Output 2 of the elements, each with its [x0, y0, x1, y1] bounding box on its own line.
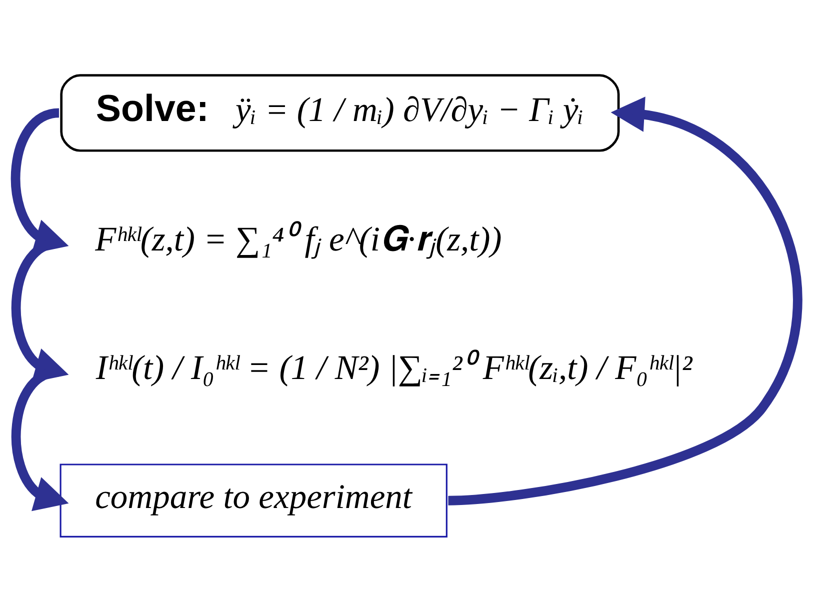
node-text: Iʰᵏˡ(t) / I₀ʰᵏˡ = (1 / N²) |∑ᵢ₌₁²⁰ Fʰᵏˡ(zᵢ,t) / F₀ʰᵏˡ|² — [96, 348, 692, 387]
node-text: Fʰᵏˡ(z,t) = ∑₁⁴⁰ fⱼ e^(i𝐆·𝐫ⱼ(z,t)) — [95, 220, 502, 258]
